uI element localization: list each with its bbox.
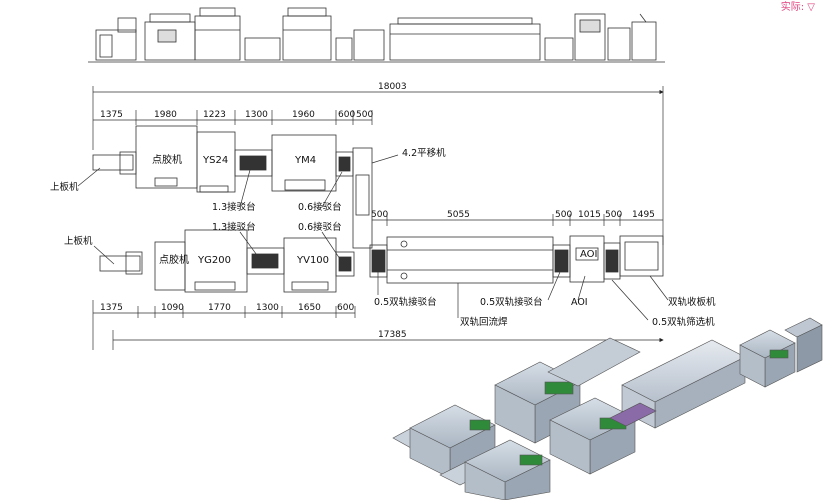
dim-top-2: 1980	[154, 110, 177, 120]
dim-mid-1: 500	[371, 210, 388, 220]
machine-label-aoi: AOI	[580, 249, 598, 260]
machine-label-ys24: YS24	[202, 155, 228, 166]
dim-mid-6: 1495	[632, 210, 655, 220]
dim-bottom-total: 17385	[378, 330, 407, 340]
machine-label-yv100: YV100	[296, 255, 329, 266]
callout-reflow: 双轨回流焊	[460, 316, 508, 328]
dim-bot-4: 1300	[256, 303, 279, 313]
dim-bot-1: 1375	[100, 303, 123, 313]
callout-aoi: AOI	[571, 297, 588, 308]
callout-dual-screener: 0.5双轨筛选机	[652, 316, 715, 328]
bottom-line-plan	[99, 229, 664, 293]
dim-bot-5: 1650	[298, 303, 321, 313]
dim-top-total: 18003	[378, 82, 407, 92]
callout-conveyor-06-a: 0.6接驳台	[298, 201, 342, 213]
callout-loader-bottom: 上板机	[64, 235, 93, 247]
machine-label-dispenser-bottom: 点胶机	[159, 253, 189, 266]
dim-top-4: 1300	[245, 110, 268, 120]
dim-bot-6: 600	[337, 303, 354, 313]
dim-top-5: 1960	[292, 110, 315, 120]
machine-label-dispenser-top: 点胶机	[152, 153, 182, 166]
callout-leaders	[77, 154, 669, 321]
corner-note: 实际: ▽	[780, 2, 815, 13]
elevation-view	[88, 7, 665, 63]
dim-mid-3: 500	[555, 210, 572, 220]
callout-dual-conveyor-a: 0.5双轨接驳台	[374, 296, 437, 308]
callout-dual-conveyor-b: 0.5双轨接驳台	[480, 296, 543, 308]
dim-bot-3: 1770	[208, 303, 231, 313]
dim-top-1: 1375	[100, 110, 123, 120]
callout-conveyor-mid: 1.3接驳台	[212, 221, 256, 233]
dim-mid-4: 1015	[578, 210, 601, 220]
machine-label-yg200: YG200	[197, 255, 231, 266]
dim-mid-5: 500	[605, 210, 622, 220]
isometric-render	[392, 317, 823, 501]
machine-label-ym4: YM4	[294, 155, 316, 166]
callout-conveyor-top: 1.3接驳台	[212, 201, 256, 213]
callout-shuttle: 4.2平移机	[402, 147, 446, 159]
dim-mid-2: 5055	[447, 210, 470, 220]
dim-bot-2: 1090	[161, 303, 184, 313]
callout-conveyor-06-b: 0.6接驳台	[298, 221, 342, 233]
dim-top-3: 1223	[203, 110, 226, 120]
callout-loader-top: 上板机	[50, 181, 79, 193]
dim-top-6: 600	[338, 110, 355, 120]
dimension-lines	[92, 86, 664, 350]
dim-top-7: 500	[356, 110, 373, 120]
top-line-plan	[92, 125, 373, 249]
callout-dual-unloader: 双轨收板机	[668, 296, 716, 308]
